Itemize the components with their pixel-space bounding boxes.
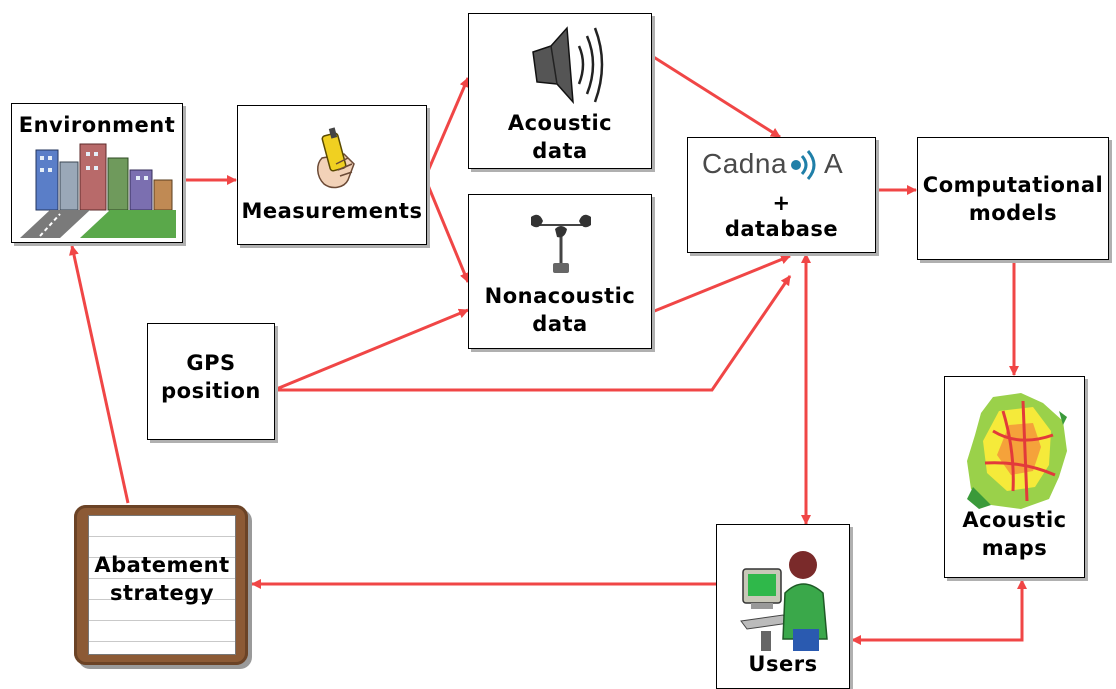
measurements-label: Measurements [241, 199, 423, 223]
computational-models-box: Computational models [917, 137, 1109, 260]
cadna-database-box: Cadna A + database [687, 137, 876, 253]
acoustic-data-line1: Acoustic [507, 111, 613, 135]
nonacoustic-data-box: Nonacoustic data [468, 194, 652, 349]
environment-box: Environment [11, 103, 183, 243]
arrow-users-maps [851, 579, 1027, 645]
arrow-gps-to-cadna [274, 275, 792, 392]
cadna-logo: Cadna A [702, 146, 866, 186]
environment-label: Environment [18, 113, 176, 137]
arrow-measurements-to-nonacoustic [423, 177, 470, 283]
computational-models-line2: models [968, 201, 1058, 225]
sound-meter-hand-icon [317, 127, 355, 189]
cadna-plus: + [772, 191, 791, 215]
anemometer-icon [531, 214, 591, 273]
arrow-nonacoustic-to-cadna [651, 254, 791, 314]
nonacoustic-data-line1: Nonacoustic [484, 284, 636, 308]
acoustic-data-line2: data [532, 139, 588, 163]
speaker-icon [532, 26, 604, 105]
measurements-box: Measurements [237, 105, 427, 245]
abatement-strategy-line2: strategy [109, 581, 215, 605]
gps-position-line2: position [161, 379, 261, 403]
clipboard-paper: Abatement strategy [88, 515, 236, 655]
cadna-database-label: database [724, 217, 839, 241]
nonacoustic-data-line2: data [532, 312, 588, 336]
signal-waves-icon [791, 150, 816, 180]
users-label: Users [748, 652, 818, 676]
abatement-strategy-clipboard: Abatement strategy [74, 505, 248, 665]
arrow-abatement-to-environment [69, 245, 130, 504]
gps-position-box: GPS position [147, 323, 275, 440]
gps-position-line1: GPS [186, 351, 236, 375]
cadna-logo-letter: A [824, 148, 843, 179]
city-icon [20, 140, 176, 238]
arrow-measurements-to-acoustic [423, 77, 470, 179]
arrow-gps-to-nonacoustic [273, 308, 469, 392]
cadna-logo-text: Cadna [702, 148, 788, 179]
abatement-strategy-line1: Abatement [94, 553, 230, 577]
acoustic-data-box: Acoustic data [468, 13, 652, 169]
computer-user-icon [740, 551, 828, 651]
arrow-acoustic-to-cadna [651, 54, 781, 139]
acoustic-maps-box: Acoustic maps [944, 376, 1085, 578]
acoustic-maps-line1: Acoustic [962, 508, 1067, 532]
users-box: Users [716, 524, 850, 689]
computational-models-line1: Computational [922, 173, 1104, 197]
acoustic-maps-line2: maps [981, 536, 1048, 560]
noise-map-icon [967, 393, 1067, 509]
